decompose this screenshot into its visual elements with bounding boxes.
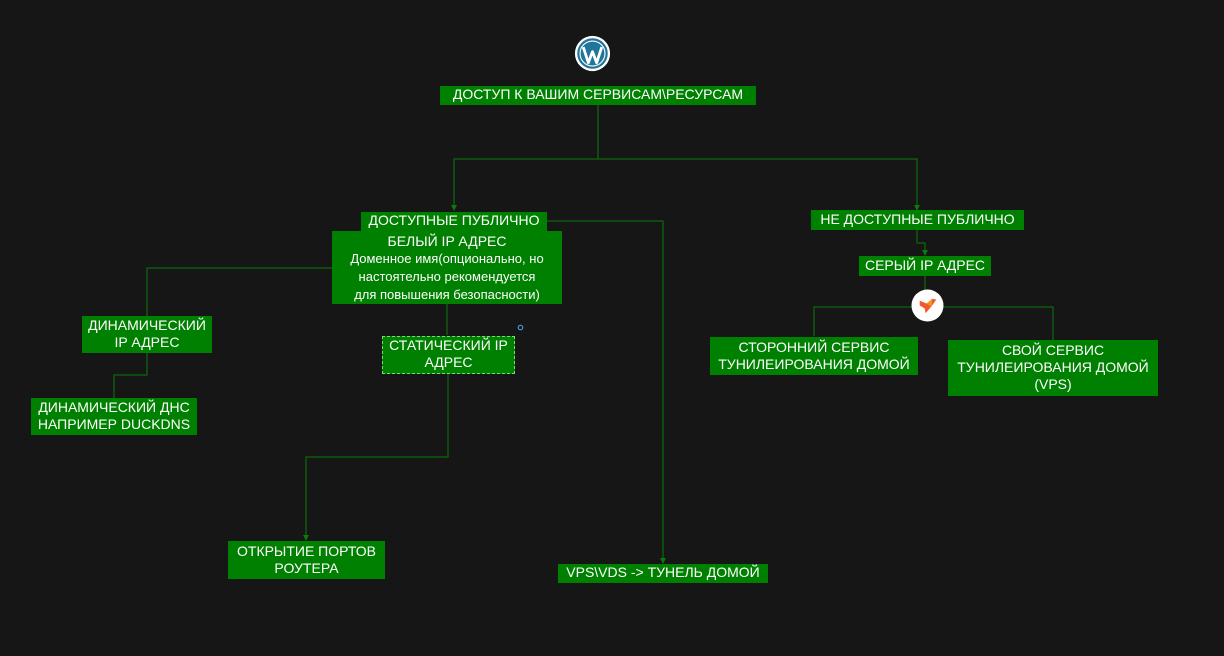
- arrow-grey: [922, 250, 928, 256]
- port-forwarding-node[interactable]: ОТКРЫТИЕ ПОРТОВ РОУТЕРА: [228, 541, 385, 579]
- dynamic-dns-node[interactable]: ДИНАМИЧЕСКИЙ ДНС НАПРИМЕР DUCKDNS: [31, 398, 197, 435]
- port-forwarding-line1: ОТКРЫТИЕ ПОРТОВ: [237, 543, 376, 559]
- arrow-public: [451, 205, 457, 211]
- edge-branch-own: [925, 306, 1054, 340]
- third-party-tunnel-line1: СТОРОННИЙ СЕРВИС: [738, 339, 890, 355]
- own-tunnel-line2: ТУНИЛЕИРОВАНИЯ ДОМОЙ: [957, 359, 1149, 375]
- arrow-ports: [303, 535, 309, 541]
- dynamic-ip-line2: IP АДРЕС: [114, 334, 180, 350]
- connector-handle-icon[interactable]: [517, 324, 524, 331]
- edge-dynamic-dns: [113, 352, 148, 398]
- not-public-label: НЕ ДОСТУПНЫЕ ПУБЛИЧНО: [820, 211, 1015, 227]
- dynamic-ip-node[interactable]: ДИНАМИЧЕСКИЙ IP АДРЕС: [82, 316, 212, 353]
- vps-tunnel-label: VPS\VDS -> ТУНЕЛЬ ДОМОЙ: [566, 564, 760, 580]
- arrow-vps: [660, 558, 666, 564]
- grey-ip-node[interactable]: СЕРЫЙ IP АДРЕС: [859, 256, 991, 276]
- white-ip-note-line3: для повышения безопасности): [354, 287, 540, 302]
- grey-ip-label: СЕРЫЙ IP АДРЕС: [864, 257, 986, 273]
- edge-white-dynamic: [146, 267, 332, 316]
- dynamic-dns-line1: ДИНАМИЧЕСКИЙ ДНС: [38, 399, 190, 415]
- third-party-tunnel-line2: ТУНИЛЕИРОВАНИЯ ДОМОЙ: [718, 356, 910, 372]
- third-party-tunnel-node[interactable]: СТОРОННИЙ СЕРВИС ТУНИЛЕИРОВАНИЯ ДОМОЙ: [710, 337, 918, 375]
- vps-tunnel-node[interactable]: VPS\VDS -> ТУНЕЛЬ ДОМОЙ: [558, 564, 768, 583]
- own-tunnel-line3: (VPS): [1034, 376, 1072, 392]
- dynamic-dns-line2: НАПРИМЕР DUCKDNS: [37, 416, 191, 432]
- edge-static-ports: [305, 373, 449, 540]
- white-ip-note-line1: Доменное имя(опционально, но: [350, 251, 544, 266]
- wordpress-icon: [574, 35, 611, 72]
- edge-root-public: [453, 105, 599, 210]
- public-node[interactable]: ДОСТУПНЫЕ ПУБЛИЧНО: [361, 212, 547, 231]
- white-ip-node[interactable]: БЕЛЫЙ IP АДРЕС Доменное имя(опционально,…: [332, 231, 562, 304]
- own-tunnel-node[interactable]: СВОЙ СЕРВИС ТУНИЛЕИРОВАНИЯ ДОМОЙ (VPS): [948, 340, 1158, 396]
- port-forwarding-line2: РОУТЕРА: [274, 560, 339, 576]
- own-tunnel-line1: СВОЙ СЕРВИС: [1001, 342, 1105, 358]
- static-ip-line2: АДРЕС: [424, 354, 473, 370]
- edge-root-not-public: [598, 158, 918, 210]
- root-label: ДОСТУП К ВАШИМ СЕРВИСАМ\РЕСУРСАМ: [452, 86, 744, 102]
- static-ip-node[interactable]: СТАТИЧЕСКИЙ IP АДРЕС: [382, 336, 515, 374]
- static-ip-line1: СТАТИЧЕСКИЙ IP: [389, 337, 508, 353]
- white-ip-title: БЕЛЫЙ IP АДРЕС: [387, 233, 507, 249]
- edge-branch-thirdparty: [813, 306, 925, 336]
- arrow-not-public: [914, 205, 920, 211]
- edge-notpublic-grey: [916, 230, 926, 255]
- dynamic-ip-line1: ДИНАМИЧЕСКИЙ: [88, 317, 206, 333]
- fox-logo-icon: [911, 289, 944, 322]
- edge-public-vps: [546, 220, 664, 563]
- not-public-node[interactable]: НЕ ДОСТУПНЫЕ ПУБЛИЧНО: [811, 210, 1024, 230]
- white-ip-note-line2: настоятельно рекомендуется: [358, 269, 536, 284]
- public-label: ДОСТУПНЫЕ ПУБЛИЧНО: [368, 212, 540, 228]
- root-node[interactable]: ДОСТУП К ВАШИМ СЕРВИСАМ\РЕСУРСАМ: [440, 86, 756, 105]
